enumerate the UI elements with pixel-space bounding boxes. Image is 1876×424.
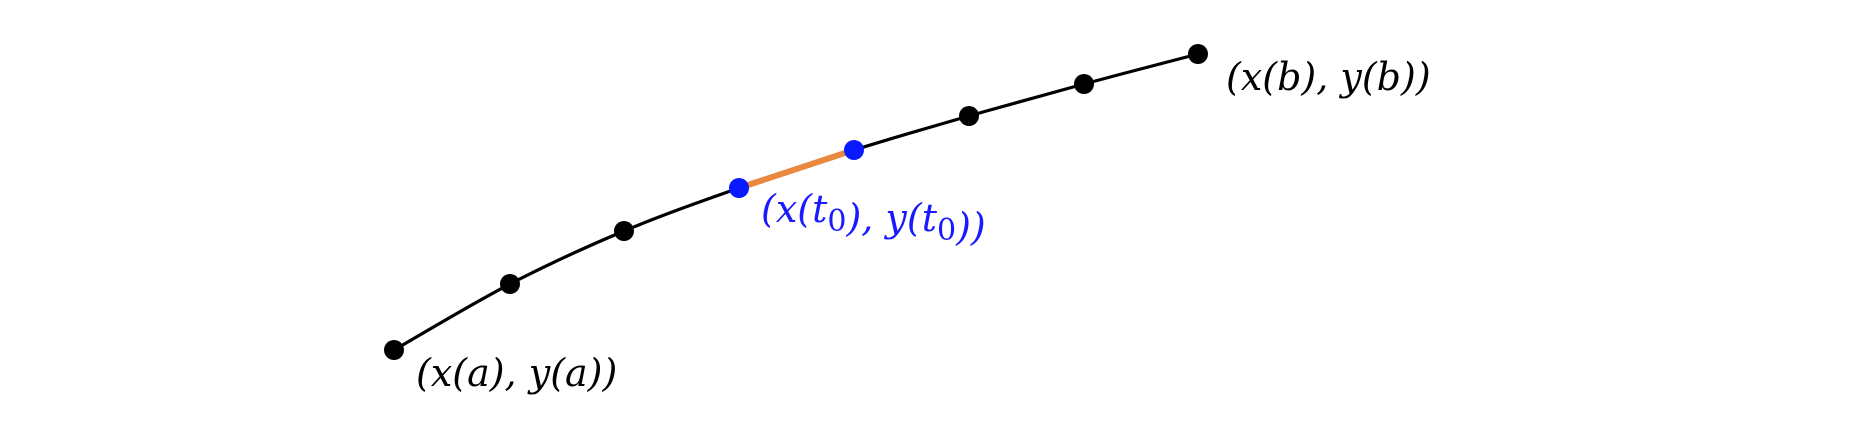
highlighted-point bbox=[729, 178, 749, 198]
sample-points bbox=[384, 44, 1208, 360]
curve-point bbox=[384, 340, 404, 360]
curve-point bbox=[1074, 74, 1094, 94]
highlighted-point bbox=[844, 140, 864, 160]
label-end-point: (x(b), y(b)) bbox=[1226, 55, 1431, 99]
curve-point bbox=[959, 106, 979, 126]
curve-point bbox=[1188, 44, 1208, 64]
curve-point bbox=[500, 274, 520, 294]
curve-point bbox=[614, 221, 634, 241]
label-highlight-point: (x(t0), y(t0)) bbox=[761, 187, 986, 249]
highlighted-segment bbox=[736, 147, 857, 191]
label-start-point: (x(a), y(a)) bbox=[416, 351, 617, 395]
